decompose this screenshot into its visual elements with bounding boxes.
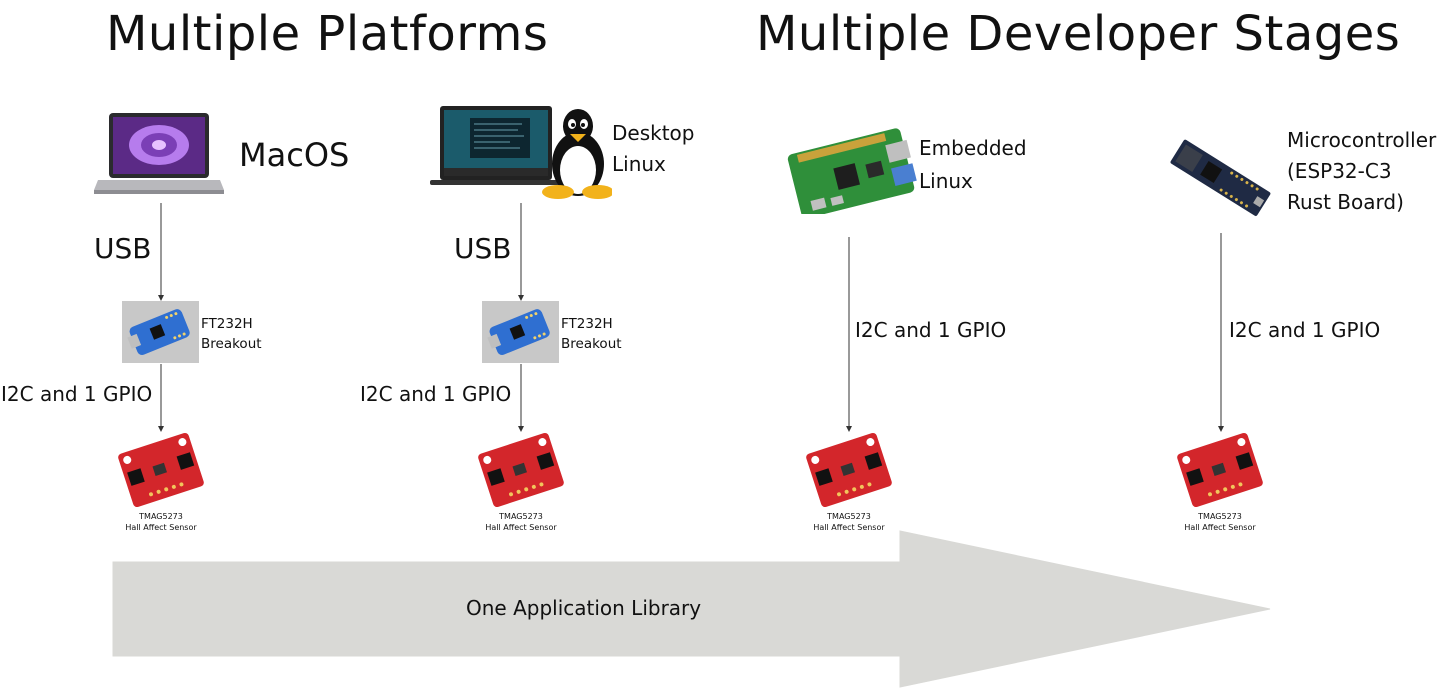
- sensor-label-line: Hall Affect Sensor: [485, 523, 557, 532]
- platform-label-microcontroller: Microcontroller (ESP32-C3 Rust Board): [1287, 125, 1436, 218]
- platform-label-line: Linux: [612, 152, 666, 176]
- ft232h-label-line: FT232H: [561, 316, 613, 332]
- sensor-board-image-3: [806, 432, 892, 508]
- sensor-board-image-4: [1177, 432, 1263, 508]
- platform-label-desktop-linux: Desktop Linux: [612, 118, 694, 180]
- raspberry-pi-image: [787, 128, 917, 214]
- platform-label-line: Embedded: [919, 136, 1027, 160]
- sensor-label-1: TMAG5273 Hall Affect Sensor: [101, 511, 221, 533]
- i2c-label-linux: I2C and 1 GPIO: [360, 382, 512, 406]
- sensor-board-image-2: [478, 432, 564, 508]
- platform-label-macos: MacOS: [239, 136, 350, 174]
- macbook-laptop-image: [94, 113, 224, 194]
- sensor-label-line: Hall Affect Sensor: [1184, 523, 1256, 532]
- esp32-c3-board-image: [1170, 139, 1271, 216]
- ft232h-label-line: Breakout: [561, 336, 622, 352]
- sensor-label-line: Hall Affect Sensor: [813, 523, 885, 532]
- sensor-label-line: TMAG5273: [827, 512, 871, 521]
- linux-laptop-image: [430, 106, 612, 199]
- usb-label-linux: USB: [454, 232, 512, 265]
- platform-label-line: Microcontroller: [1287, 128, 1437, 152]
- ft232h-board-image-mac: [122, 301, 199, 363]
- usb-label-mac: USB: [94, 232, 152, 265]
- heading-multiple-developer-stages: Multiple Developer Stages: [756, 6, 1401, 62]
- ft232h-label-line: FT232H: [201, 316, 253, 332]
- sensor-label-3: TMAG5273 Hall Affect Sensor: [789, 511, 909, 533]
- sensor-label-line: TMAG5273: [1198, 512, 1242, 521]
- platform-label-embedded-linux: Embedded Linux: [919, 132, 1027, 198]
- heading-multiple-platforms: Multiple Platforms: [106, 6, 549, 62]
- sensor-label-2: TMAG5273 Hall Affect Sensor: [461, 511, 581, 533]
- sensor-label-4: TMAG5273 Hall Affect Sensor: [1160, 511, 1280, 533]
- platform-label-line: Rust Board): [1287, 190, 1404, 214]
- ft232h-label-linux: FT232H Breakout: [561, 314, 622, 354]
- sensor-label-line: TMAG5273: [499, 512, 543, 521]
- ft232h-label-mac: FT232H Breakout: [201, 314, 262, 354]
- i2c-label-pi: I2C and 1 GPIO: [855, 318, 1007, 342]
- ft232h-board-image-linux: [482, 301, 559, 363]
- sensor-label-line: Hall Affect Sensor: [125, 523, 197, 532]
- platform-label-line: (ESP32-C3: [1287, 159, 1392, 183]
- platform-label-line: Linux: [919, 169, 973, 193]
- sensor-label-line: TMAG5273: [139, 512, 183, 521]
- application-library-label: One Application Library: [466, 596, 702, 620]
- platform-label-line: Desktop: [612, 121, 695, 145]
- sensor-board-image-1: [118, 432, 204, 508]
- i2c-label-esp: I2C and 1 GPIO: [1229, 318, 1381, 342]
- application-library-arrow: [112, 530, 1271, 688]
- i2c-label-mac: I2C and 1 GPIO: [1, 382, 153, 406]
- ft232h-label-line: Breakout: [201, 336, 262, 352]
